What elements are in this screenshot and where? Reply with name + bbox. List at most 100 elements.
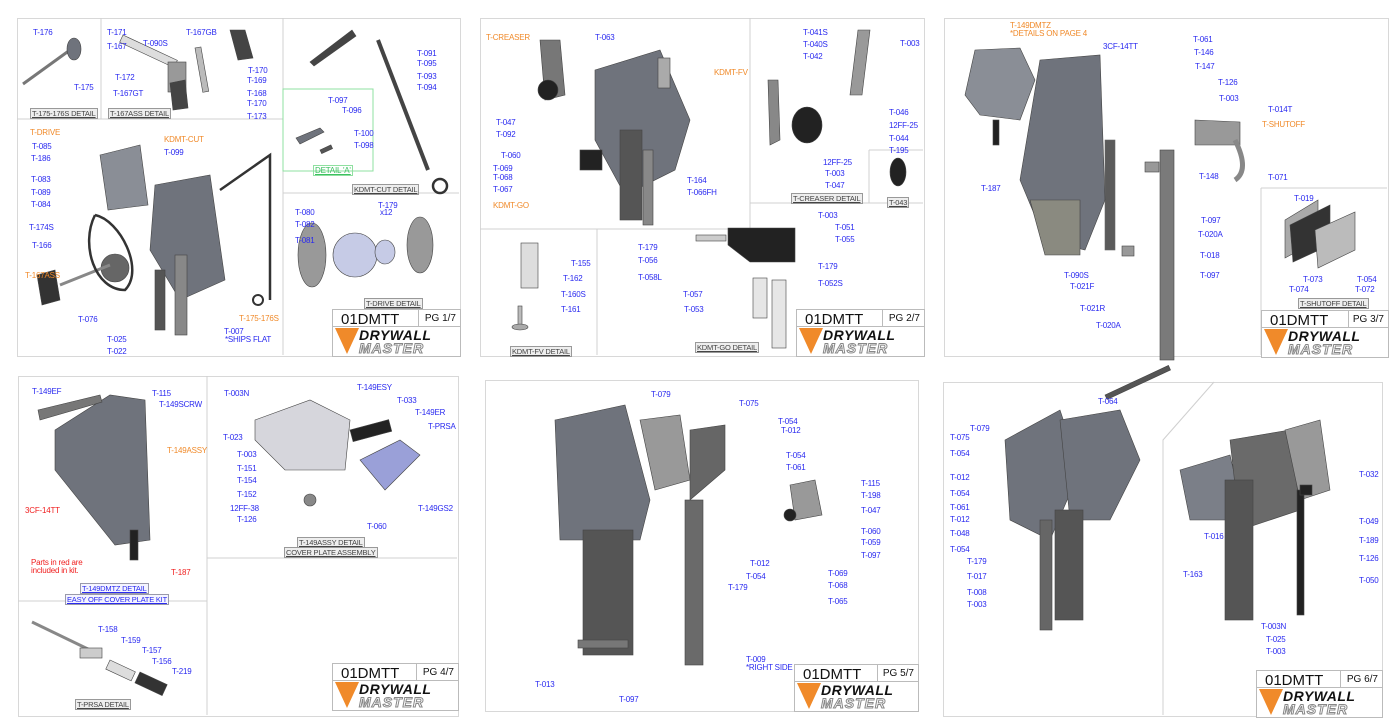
part-callout: T-014T (1268, 105, 1293, 114)
page-number: PG 1/7 (424, 313, 456, 324)
part-callout: T-097 (619, 695, 639, 704)
part-callout: T-DRIVE (30, 128, 61, 137)
part-callout: T-174S (29, 223, 54, 232)
part-callout: T-092 (496, 130, 516, 139)
part-callout: T-054 (950, 489, 970, 498)
part-callout: T-166 (32, 241, 52, 250)
part-callout: T-097 (328, 96, 348, 105)
part-callout: T-060 (367, 522, 387, 531)
part-callout: T-003 (967, 600, 987, 609)
part-callout: T-079 (970, 424, 990, 433)
part-callout: T-097 (1200, 271, 1220, 280)
part-callout: T-081 (295, 236, 315, 245)
detail-caption: DETAIL 'A' (313, 165, 353, 176)
title-divider (882, 310, 883, 326)
drawing-number: 01DMTT (341, 311, 400, 328)
title-divider (1262, 327, 1388, 328)
part-callout: T-163 (1183, 570, 1203, 579)
logo-word-1: DRYWALL (359, 681, 432, 697)
part-callout: T-SHUTOFF (1262, 120, 1305, 129)
part-callout: *SHIPS FLAT (225, 335, 272, 344)
detail-caption: T-167ASS DETAIL (108, 108, 171, 119)
drawing-number: 01DMTT (341, 665, 400, 682)
part-callout: T-148 (1199, 172, 1219, 181)
part-callout: 3CF-14TT (1103, 42, 1138, 51)
title-divider (333, 326, 460, 327)
part-callout: T-179 (728, 583, 748, 592)
part-callout: T-016 (1204, 532, 1224, 541)
part-callout: T-075 (950, 433, 970, 442)
part-callout: T-170 (248, 66, 268, 75)
part-callout: T-003N (224, 389, 250, 398)
part-callout: T-003 (818, 211, 838, 220)
part-callout: T-041S (803, 28, 828, 37)
detail-caption: T-DRIVE DETAIL (364, 298, 423, 309)
drawing-number: 01DMTT (805, 311, 864, 328)
part-callout: T-019 (1294, 194, 1314, 203)
part-callout: T-080 (295, 208, 315, 217)
part-callout: T-072 (1355, 285, 1375, 294)
logo-word-1: DRYWALL (359, 327, 432, 343)
detail-caption: KDMT-GO DETAIL (695, 342, 759, 353)
part-callout: T-064 (1098, 397, 1118, 406)
part-callout: T-149ESY (357, 383, 392, 392)
part-callout: T-171 (107, 28, 127, 37)
logo-v-mark-icon (797, 683, 821, 709)
drawing-number: 01DMTT (1265, 672, 1324, 689)
part-callout: T-097 (861, 551, 881, 560)
part-callout: T-069 (828, 569, 848, 578)
part-callout: *DETAILS ON PAGE 4 (1010, 29, 1088, 38)
part-callout: T-063 (595, 33, 615, 42)
detail-caption: T-PRSA DETAIL (75, 699, 131, 710)
part-callout: T-091 (417, 49, 437, 58)
part-callout: T-033 (397, 396, 417, 405)
part-callout: T-159 (121, 636, 141, 645)
part-callout: T-149SCRW (159, 400, 202, 409)
part-callout: T-094 (417, 83, 437, 92)
title-divider (877, 665, 878, 681)
part-callout: T-161 (561, 305, 581, 314)
part-callout: T-061 (1193, 35, 1213, 44)
part-callout: T-083 (31, 175, 51, 184)
part-callout: T-021R (1080, 304, 1106, 313)
part-callout: T-032 (1359, 470, 1379, 479)
part-callout: T-020A (1198, 230, 1223, 239)
part-callout: T-158 (98, 625, 118, 634)
part-callout: T-167ASS (25, 271, 60, 280)
part-callout: T-176 (33, 28, 53, 37)
part-callout: T-198 (861, 491, 881, 500)
part-callout: T-056 (638, 256, 658, 265)
part-callout: T-022 (107, 347, 127, 356)
logo-word-1: DRYWALL (1283, 688, 1356, 704)
part-callout: T-167 (107, 42, 127, 51)
part-callout: T-071 (1268, 173, 1288, 182)
part-callout: T-049 (1359, 517, 1379, 526)
part-callout: T-046 (889, 108, 909, 117)
part-callout: T-047 (496, 118, 516, 127)
part-callout: T-018 (1200, 251, 1220, 260)
part-callout: T-055 (835, 235, 855, 244)
part-callout: T-007 (224, 327, 244, 336)
detail-caption: KDMT-FV DETAIL (510, 346, 572, 357)
title-divider (795, 681, 918, 682)
logo-v-mark-icon (1264, 329, 1288, 355)
part-callout: T-054 (1357, 275, 1377, 284)
part-callout: T-152 (237, 490, 257, 499)
part-callout: T-149ASSY (167, 446, 208, 455)
part-callout: T-172 (115, 73, 135, 82)
page-number: PG 5/7 (882, 668, 914, 679)
part-callout: x12 (380, 208, 393, 217)
part-callout: T-017 (967, 572, 987, 581)
part-callout: 12FF-25 (889, 121, 918, 130)
part-callout: T-009 (746, 655, 766, 664)
part-callout: T-003 (900, 39, 920, 48)
part-callout: T-147 (1195, 62, 1215, 71)
logo-v-mark-icon (799, 328, 823, 354)
drawing-number: 01DMTT (803, 666, 862, 683)
part-callout: T-219 (172, 667, 192, 676)
